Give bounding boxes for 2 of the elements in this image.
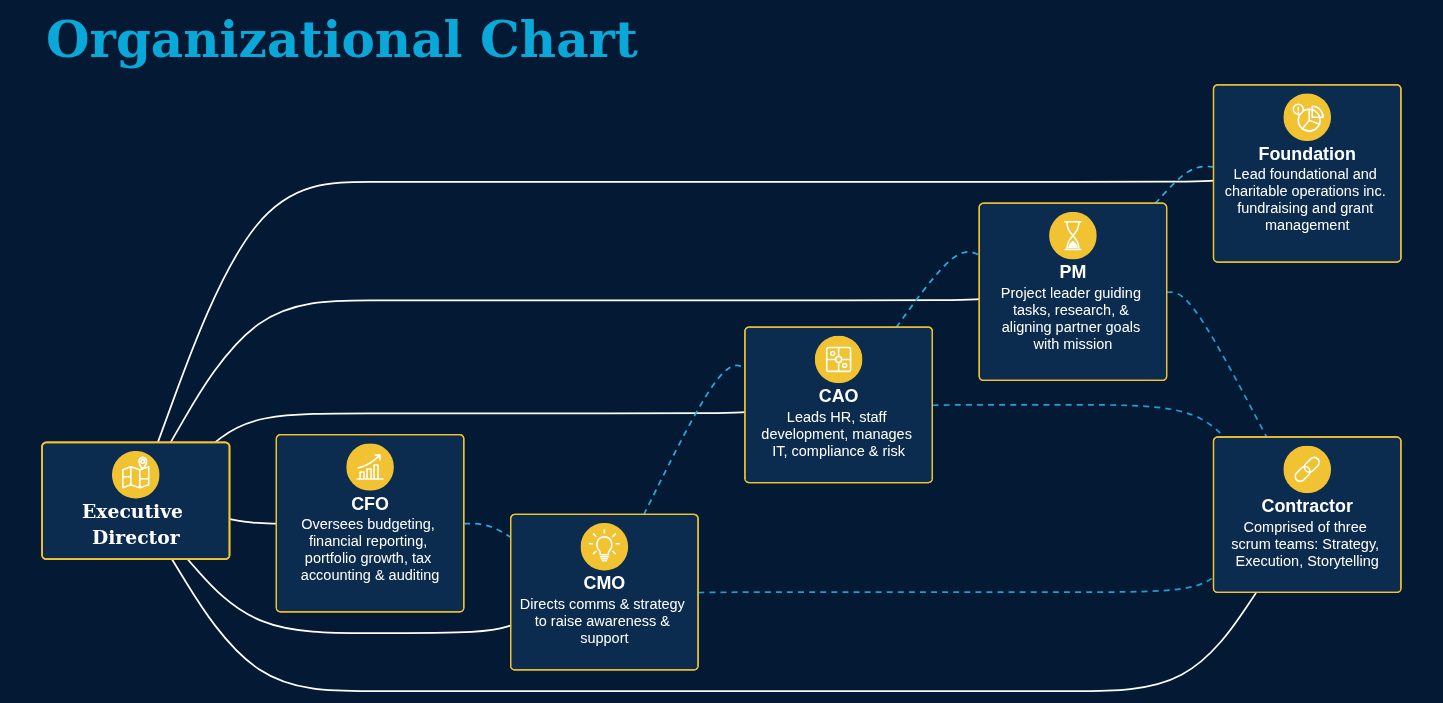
title: Organizational Chart bbox=[46, 10, 638, 70]
connector bbox=[171, 558, 1257, 693]
